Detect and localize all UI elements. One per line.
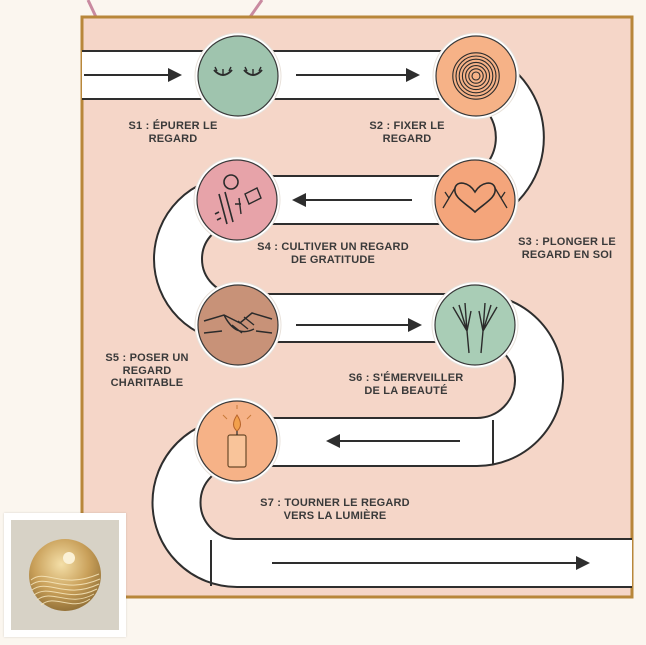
heart-hands-icon [442, 182, 508, 214]
label-line: S6 : S'ÉMERVEILLER [348, 372, 464, 384]
concentric-circles-icon [452, 52, 500, 100]
step-s5-node [194, 281, 282, 369]
candle-icon [222, 405, 252, 468]
golden-sun-waves-logo-icon [29, 539, 101, 611]
open-hands-icon [452, 302, 498, 354]
label-line: VERS LA LUMIÈRE [283, 509, 387, 522]
step-circle [197, 35, 279, 117]
step-s1-node [194, 32, 282, 120]
step-circle [197, 284, 279, 366]
keys-icon [214, 174, 262, 225]
step-s3-node [431, 156, 519, 244]
step-circle [434, 284, 516, 366]
arrow-right-3 [296, 318, 422, 332]
brand-logo [4, 513, 126, 637]
step-circle [435, 35, 517, 117]
handshake-icon [203, 312, 273, 334]
arrow-right-4 [272, 556, 590, 570]
label-line: DE LA BEAUTÉ [364, 384, 448, 397]
label-line: REGARD [148, 132, 198, 145]
label-line: S4 : CULTIVER UN REGARD [257, 241, 409, 253]
label-line: S7 : TOURNER LE REGARD [260, 497, 410, 509]
label-line: S3 : PLONGER LE [518, 236, 616, 248]
closed-eyes-icon [213, 66, 263, 76]
label-line: REGARD [122, 364, 172, 377]
label-line: S2 : FIXER LE [369, 120, 445, 132]
step-s7-node [193, 397, 281, 485]
label-line: REGARD [382, 132, 432, 145]
label-line: CHARITABLE [110, 377, 184, 389]
step-s6-node [431, 281, 519, 369]
label-line: DE GRATITUDE [290, 253, 376, 266]
arrow-right-2 [296, 68, 420, 82]
arrow-left-1 [292, 193, 412, 207]
step-s2-node [432, 32, 520, 120]
step-circle [196, 159, 278, 241]
direction-arrows [84, 68, 590, 570]
label-line: S1 : ÉPURER LE [128, 120, 218, 132]
hanging-string-decoration [86, 0, 264, 18]
arrow-left-2 [326, 434, 460, 448]
arrow-right-1 [84, 68, 182, 82]
label-line: S5 : POSER UN [105, 352, 189, 364]
step-circle [434, 159, 516, 241]
step-s4-node [193, 156, 281, 244]
label-line: REGARD EN SOI [521, 248, 613, 261]
